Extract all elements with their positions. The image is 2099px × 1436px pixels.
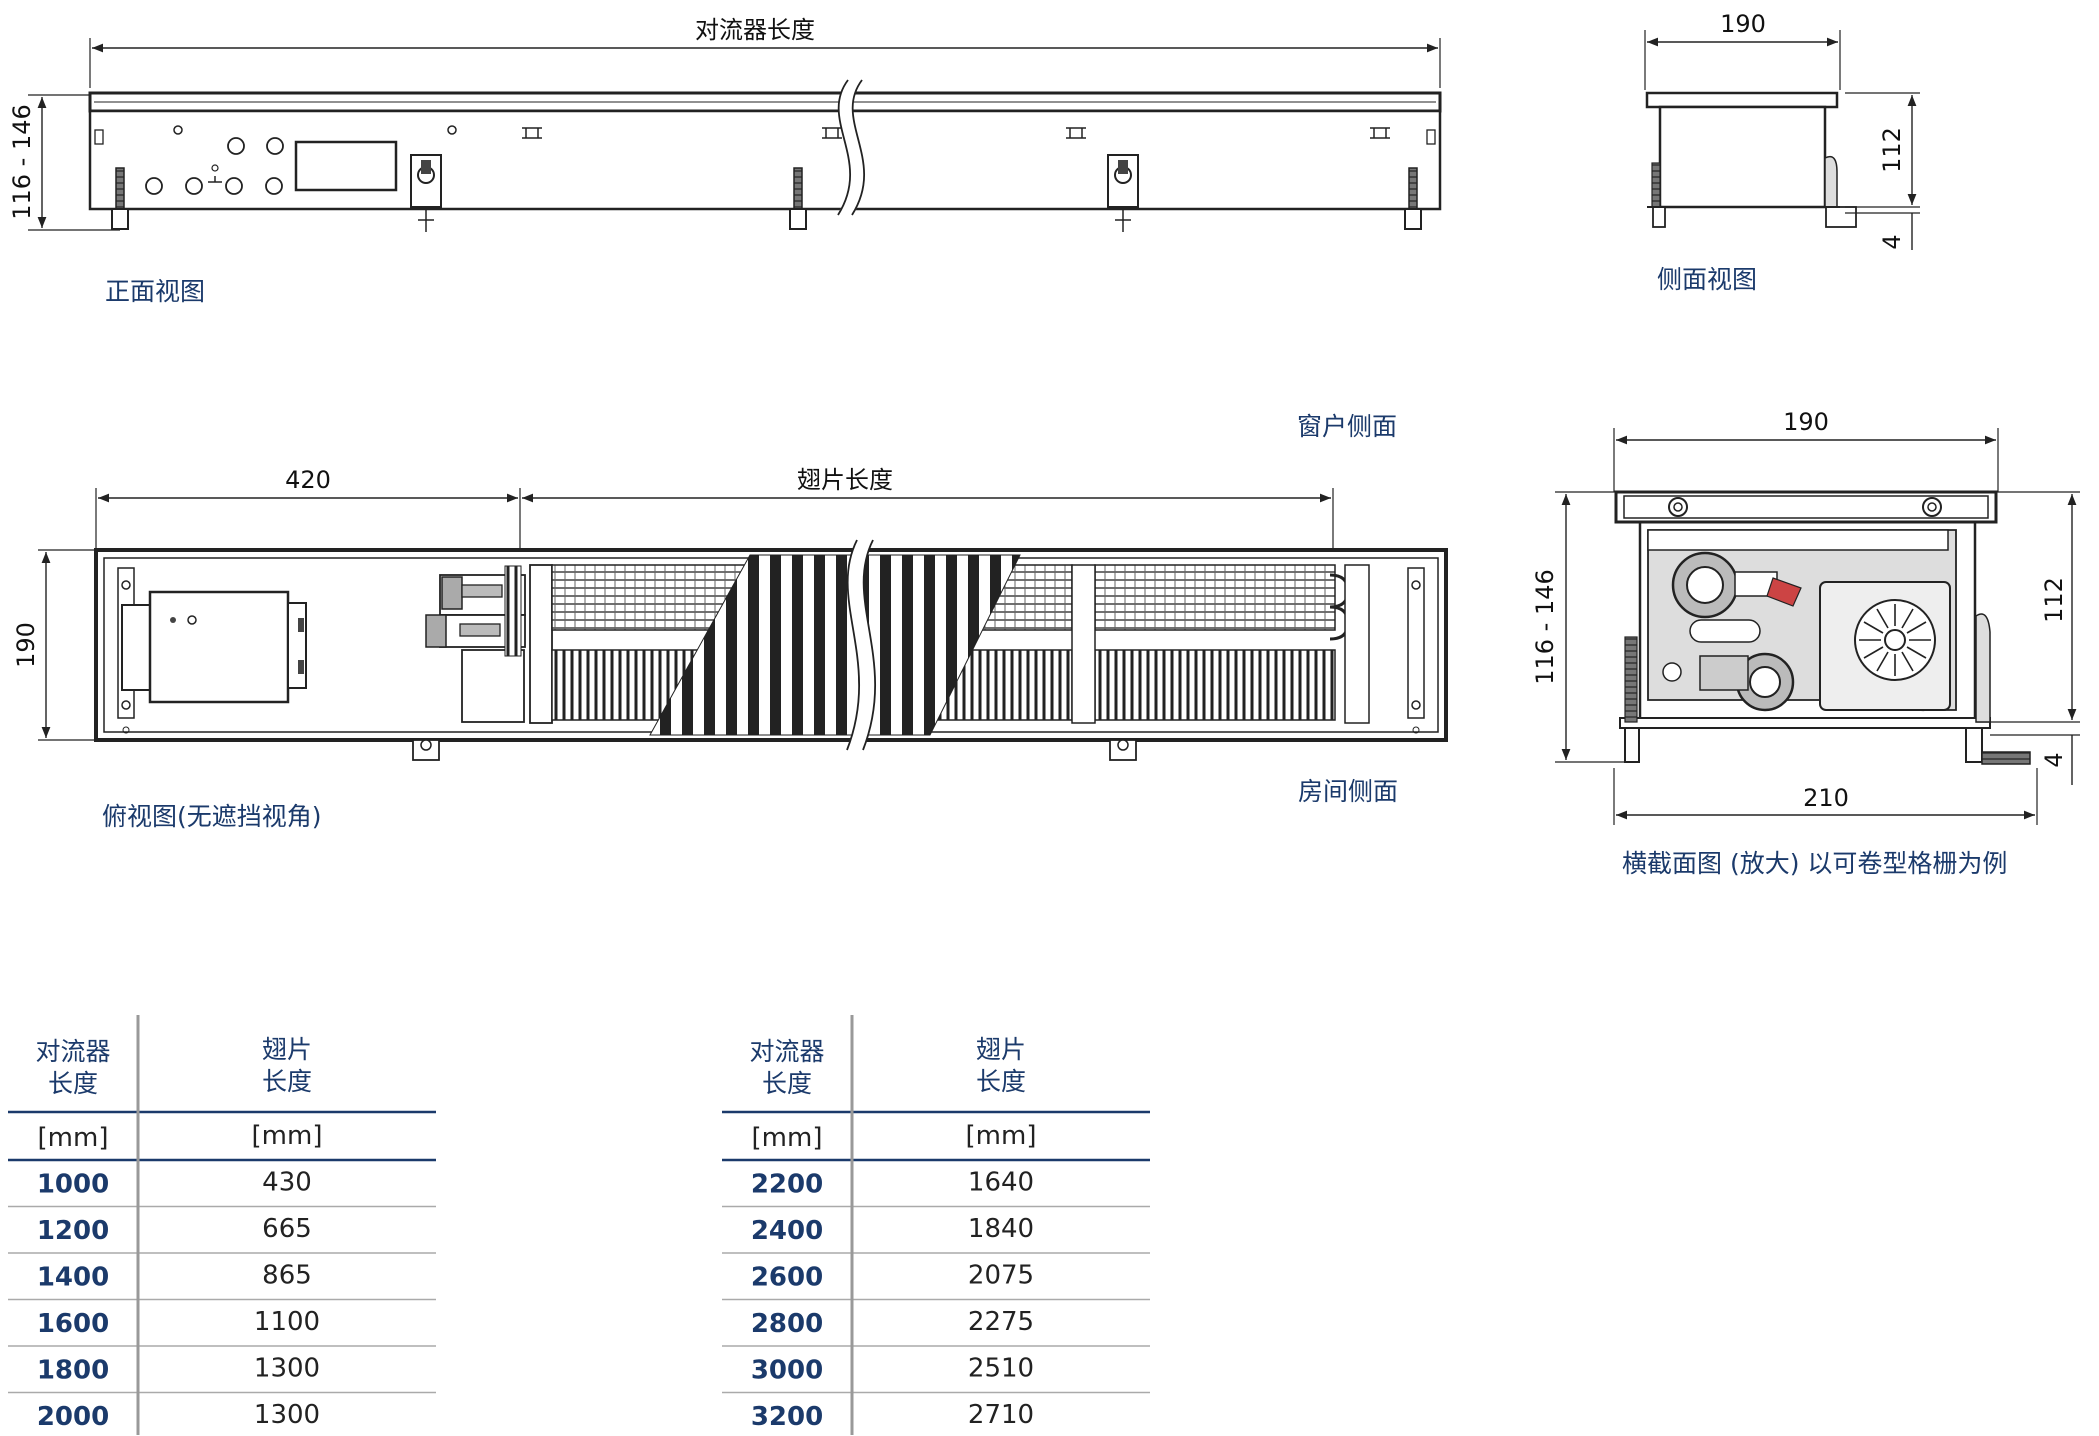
table-header-fin-length: 翅片	[262, 1035, 312, 1064]
table-cell-convector-length: 1800	[37, 1356, 109, 1386]
table-cell-convector-length: 1200	[37, 1216, 109, 1246]
table-cell-convector-length: 3200	[751, 1402, 823, 1432]
top-420-label: 420	[285, 466, 331, 494]
table-cell-fin-length: 1840	[968, 1214, 1034, 1244]
table-cell-convector-length: 3000	[751, 1356, 823, 1386]
table-cell-fin-length: 2275	[968, 1307, 1034, 1337]
table-cell-fin-length: 2075	[968, 1261, 1034, 1291]
cs-height-label: 116 - 146	[1531, 569, 1559, 685]
side-view-caption: 侧面视图	[1657, 265, 1757, 294]
table-cell-convector-length: 2000	[37, 1402, 109, 1432]
front-length-label: 对流器长度	[695, 16, 815, 44]
top-view-caption: 俯视图(无遮挡视角)	[102, 802, 322, 831]
table-header-convector-length: 对流器	[35, 1037, 110, 1066]
table-cell-fin-length: 2710	[968, 1400, 1034, 1430]
table-cell-convector-length: 2600	[751, 1263, 823, 1293]
table-header-fin-length: 长度	[262, 1067, 312, 1096]
table-cell-fin-length: 865	[262, 1261, 312, 1291]
table-cell-convector-length: 2400	[751, 1216, 823, 1246]
side-height-label: 112	[1878, 127, 1906, 173]
length-table: 对流器长度 翅片长度 [mm] [mm] 2200 1640 2400 1840 2600 207…	[722, 1015, 1150, 1435]
top-view: 420 翅片长度 190	[12, 412, 1448, 831]
table-header-convector-length: 对流器	[749, 1037, 824, 1066]
front-view-caption: 正面视图	[105, 277, 205, 306]
table-header-convector-length: 长度	[48, 1069, 98, 1098]
table-header-fin-length: 翅片	[976, 1035, 1026, 1064]
top-depth-label: 190	[12, 622, 40, 668]
window-side-label: 窗户侧面	[1297, 412, 1397, 441]
front-height-label: 116 - 146	[8, 104, 36, 220]
length-tables: 对流器长度 翅片长度 [mm] [mm] 1000 430 1200 665 1400 865 16…	[8, 1015, 1150, 1435]
fin-length-label: 翅片长度	[797, 466, 893, 494]
table-unit: [mm]	[966, 1121, 1037, 1151]
side-view: 190 112 4 侧面视图	[1644, 10, 1920, 294]
table-cell-fin-length: 1100	[254, 1307, 320, 1337]
cross-section-caption: 横截面图 (放大) 以可卷型格栅为例	[1622, 849, 2007, 878]
table-unit: [mm]	[752, 1123, 823, 1153]
cs-top-width-label: 190	[1783, 408, 1829, 436]
table-cell-convector-length: 2200	[751, 1170, 823, 1200]
cross-section-view: 190 116 - 146 112 4	[1531, 408, 2080, 878]
table-cell-convector-length: 2800	[751, 1309, 823, 1339]
table-cell-fin-length: 430	[262, 1168, 312, 1198]
table-cell-fin-length: 1300	[254, 1354, 320, 1384]
side-width-label: 190	[1720, 10, 1766, 38]
table-unit: [mm]	[252, 1121, 323, 1151]
cs-inner-height-label: 112	[2040, 577, 2068, 623]
cs-bottom-width-label: 210	[1803, 784, 1849, 812]
table-cell-convector-length: 1000	[37, 1170, 109, 1200]
table-cell-fin-length: 2510	[968, 1354, 1034, 1384]
table-cell-fin-length: 1640	[968, 1168, 1034, 1198]
table-unit: [mm]	[38, 1123, 109, 1153]
cs-foot-label: 4	[2040, 752, 2068, 767]
table-cell-fin-length: 665	[262, 1214, 312, 1244]
table-cell-fin-length: 1300	[254, 1400, 320, 1430]
table-cell-convector-length: 1600	[37, 1309, 109, 1339]
side-foot-label: 4	[1878, 234, 1906, 249]
length-table: 对流器长度 翅片长度 [mm] [mm] 1000 430 1200 665 1400 865 16…	[8, 1015, 436, 1435]
table-cell-convector-length: 1400	[37, 1263, 109, 1293]
room-side-label: 房间侧面	[1298, 777, 1398, 806]
table-header-fin-length: 长度	[976, 1067, 1026, 1096]
table-header-convector-length: 长度	[762, 1069, 812, 1098]
front-view: 对流器长度 116 - 146	[8, 16, 1442, 306]
